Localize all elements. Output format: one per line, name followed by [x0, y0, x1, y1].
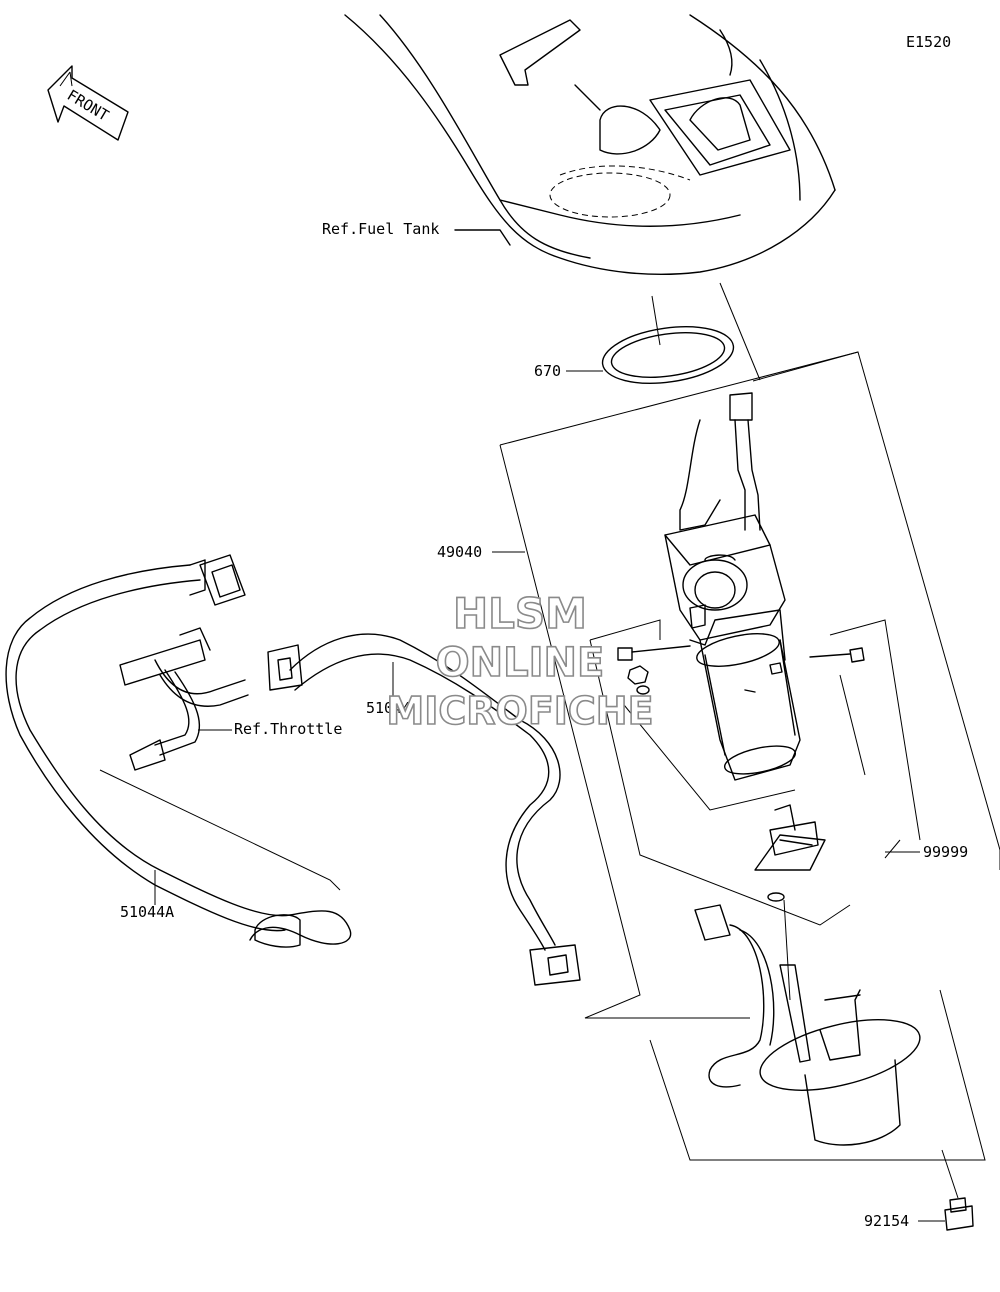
nut-2 [636, 685, 650, 695]
pump-base-plate [694, 904, 921, 1146]
label-hose-lower: 51044A [120, 903, 174, 921]
nut-1 [627, 665, 649, 685]
screw-left [617, 645, 691, 661]
front-arrow-icon: FRONT [47, 65, 129, 141]
axis-line [719, 282, 761, 381]
kit-box [589, 619, 986, 1161]
label-o-ring: 670 [534, 362, 561, 380]
label-kit: 99999 [923, 843, 968, 861]
washer [767, 892, 785, 902]
bolt-92154 [941, 1149, 974, 1231]
label-bolt: 92154 [864, 1212, 909, 1230]
diagram-code: E1520 [906, 33, 951, 51]
o-ring-670 [566, 295, 735, 384]
label-throttle: Ref.Throttle [234, 720, 342, 738]
hose-51044 [267, 633, 581, 986]
hose-51044a [5, 554, 352, 948]
label-fuel-tank: Ref.Fuel Tank [322, 220, 439, 238]
label-hose-upper: 51044 [366, 699, 411, 717]
axis-line-lower [783, 899, 791, 1001]
watermark-line-2: ONLINE [436, 640, 605, 686]
fuel-filter [754, 804, 826, 871]
fuel-pump [664, 392, 801, 781]
watermark: HLSM ONLINE MICROFICHE [386, 588, 655, 734]
screw-right [809, 647, 865, 663]
watermark-line-1: HLSM [453, 589, 587, 638]
fuel-pump-assembly-box [499, 351, 1000, 1019]
fuel-tank-ref [344, 14, 836, 276]
label-fuel-pump-assy: 49040 [437, 543, 482, 561]
throttle-fitting-ref [119, 627, 249, 771]
front-arrow-label: FRONT [64, 86, 112, 125]
watermark-line-3: MICROFICHE [386, 689, 653, 733]
